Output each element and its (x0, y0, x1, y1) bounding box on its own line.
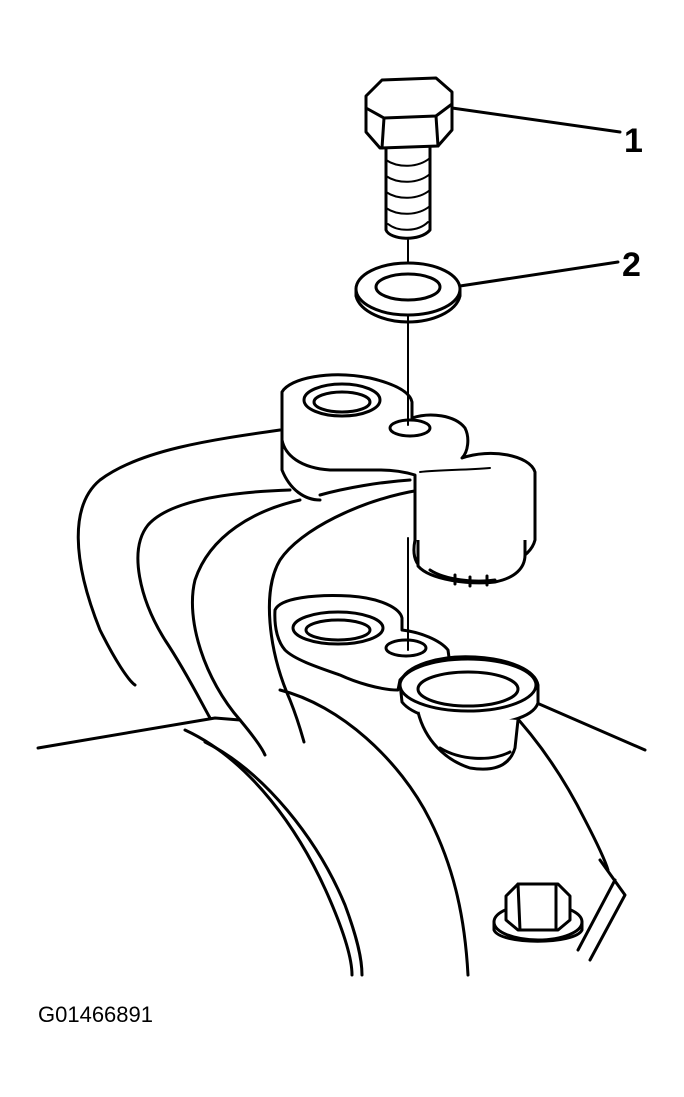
housing-outline (36, 688, 647, 977)
leader-1 (450, 106, 622, 134)
figure-id: G01466891 (38, 1002, 153, 1027)
mounting-pad (273, 594, 540, 771)
callout-1: 1 (624, 122, 643, 160)
pipe-bracket-icon (280, 373, 537, 588)
callout-leaders (450, 106, 622, 288)
washer-icon (354, 261, 462, 324)
pipe-tubes (76, 428, 422, 757)
leader-2 (458, 260, 620, 288)
callout-2: 2 (622, 246, 641, 284)
bolt-icon (364, 76, 454, 240)
flange-bolt-icon (492, 882, 584, 943)
